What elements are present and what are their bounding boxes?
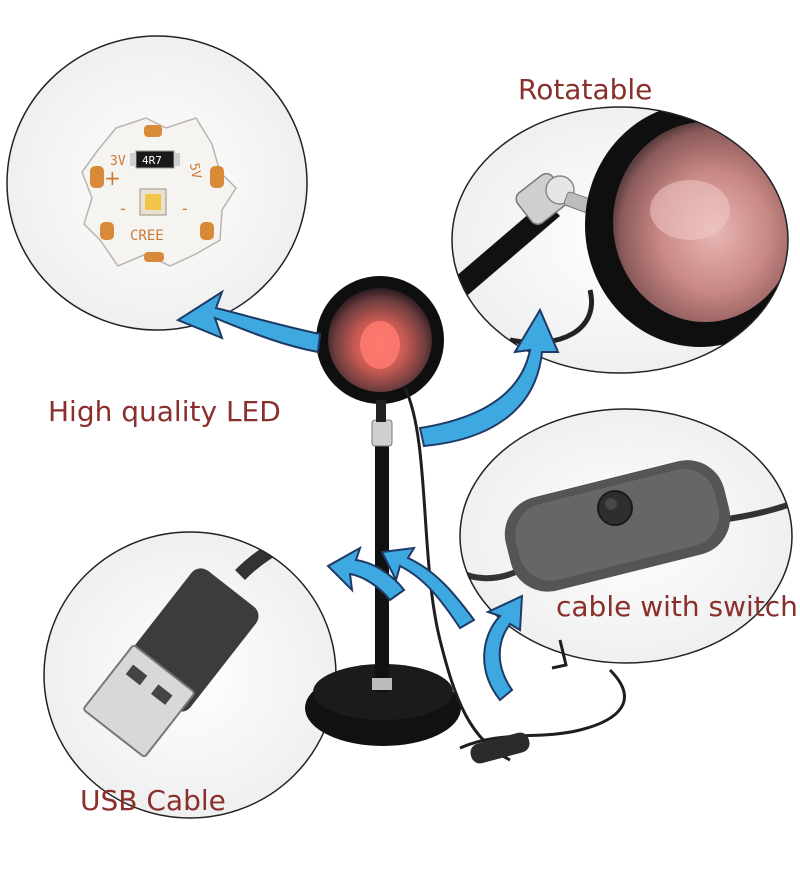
lamp-pole [375, 442, 389, 692]
label-high-quality-led: High quality LED [48, 395, 281, 428]
cable-switch [470, 732, 530, 764]
label-rotatable: Rotatable [518, 73, 653, 106]
pcb-pads [90, 125, 224, 262]
pcb-label-3v: 3V [110, 154, 126, 169]
label-usb-cable: USB Cable [80, 784, 226, 817]
pcb-label-resistor: 4R7 [142, 154, 162, 167]
arrow-to-led [175, 289, 322, 354]
pcb-label-5v: 5V [186, 162, 204, 180]
led-closeup-circle: 3V 4R7 5V + - - CREE [6, 35, 308, 331]
pcb-label-plus: + [104, 166, 121, 190]
arrows [175, 289, 560, 702]
usb-closeup-circle [43, 531, 337, 819]
pcb-label-minus-left: - [120, 199, 126, 218]
usb-connector [83, 644, 195, 758]
switch-closeup-circle [459, 408, 793, 664]
pcb-label-brand: CREE [130, 228, 164, 244]
arrow-to-usb [326, 545, 406, 602]
rotatable-closeup-circle [451, 106, 789, 374]
arrow-to-switch [483, 594, 524, 702]
arrow-to-rotatable [418, 307, 560, 448]
label-cable-with-switch: cable with switch [556, 590, 798, 623]
arrow-center [380, 546, 476, 630]
pcb-label-minus-right: - [182, 199, 188, 218]
led-pcb-board: 3V 4R7 5V + - - CREE [81, 117, 237, 267]
sunset-lamp [305, 276, 626, 764]
